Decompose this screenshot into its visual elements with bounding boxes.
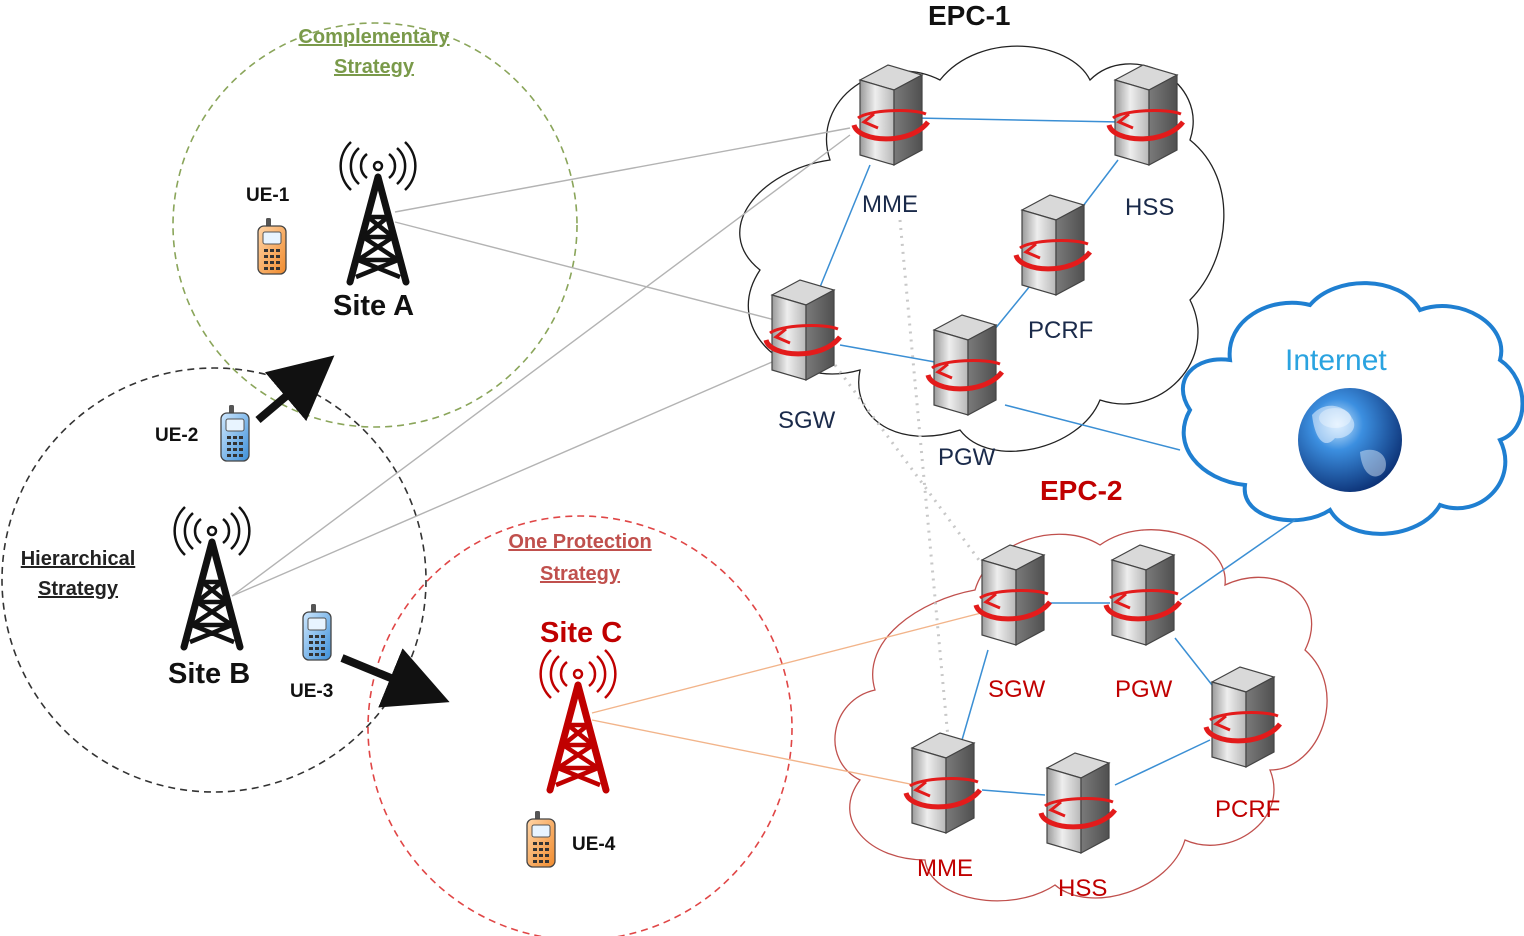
- epc1-pcrf-server-icon: [1016, 195, 1090, 295]
- ue3-phone-icon: [302, 603, 332, 661]
- epc1-sgw-label: SGW: [778, 407, 836, 434]
- epc2-core-links: [961, 519, 1296, 796]
- site-a-label: Site A: [333, 290, 414, 322]
- one-protection-strategy-line-1: One Protection: [508, 531, 651, 553]
- epc1-pgw-label: PGW: [938, 444, 996, 471]
- complementary-strategy-line-2: Strategy: [334, 56, 415, 78]
- epc2-pcrf-label: PCRF: [1215, 796, 1280, 823]
- ue1-phone-icon: [257, 217, 287, 275]
- ue2-move-arrow: [255, 355, 335, 424]
- epc1-mme-server-icon: [854, 65, 928, 165]
- site-c-tower-icon: [541, 650, 616, 790]
- ue2-phone-icon: [220, 404, 250, 462]
- epc2-sgw-label: SGW: [988, 676, 1046, 703]
- hierarchical-strategy-circle: [1, 367, 427, 793]
- epc1-cloud: [739, 45, 1225, 452]
- epc1-hss-server-icon: [1109, 65, 1183, 165]
- epc1-hss-label: HSS: [1125, 194, 1174, 221]
- epc1-pcrf-label: PCRF: [1028, 317, 1093, 344]
- epc2-mme-server-icon: [906, 733, 980, 833]
- inter-epc-dotted-links: [833, 219, 992, 739]
- ue2-label: UE-2: [155, 425, 198, 446]
- one-protection-strategy-label: One Protection Strategy: [508, 531, 651, 585]
- ue3-label: UE-3: [290, 681, 333, 702]
- globe-icon: [1298, 388, 1402, 492]
- epc2-sgw-server-icon: [976, 545, 1050, 645]
- complementary-strategy-circle: [172, 22, 578, 428]
- site-a-tower-icon: [341, 142, 416, 282]
- internet-label: Internet: [1285, 344, 1387, 377]
- epc2-cloud: [834, 529, 1328, 902]
- epc2-hss-server-icon: [1041, 753, 1115, 853]
- access-links-site-b: [231, 134, 851, 597]
- hierarchical-strategy-label: Hierarchical Strategy: [21, 548, 136, 600]
- hierarchical-strategy-line-1: Hierarchical: [21, 548, 136, 570]
- epc1-core-links: [817, 117, 1181, 451]
- epc2-pgw-server-icon: [1106, 545, 1180, 645]
- epc2-hss-label: HSS: [1058, 875, 1107, 902]
- complementary-strategy-line-1: Complementary: [298, 26, 450, 48]
- one-protection-strategy-line-2: Strategy: [540, 563, 621, 585]
- epc2-mme-label: MME: [917, 855, 973, 882]
- site-c-label: Site C: [540, 617, 622, 649]
- complementary-strategy-label: Complementary Strategy: [298, 26, 450, 78]
- ue3-move-arrow: [340, 648, 450, 708]
- access-links-site-c: [591, 611, 986, 786]
- ue4-phone-icon: [526, 810, 556, 868]
- epc2-pcrf-server-icon: [1206, 667, 1280, 767]
- site-b-tower-icon: [175, 507, 250, 647]
- epc1-title: EPC-1: [928, 0, 1010, 31]
- epc2-pgw-label: PGW: [1115, 676, 1173, 703]
- hierarchical-strategy-line-2: Strategy: [38, 578, 119, 600]
- epc1-pgw-server-icon: [928, 315, 1002, 415]
- ue4-label: UE-4: [572, 834, 616, 855]
- one-protection-strategy-circle: [367, 515, 793, 936]
- epc1-mme-label: MME: [862, 191, 918, 218]
- ue1-label: UE-1: [246, 185, 290, 206]
- site-b-label: Site B: [168, 658, 250, 690]
- epc2-title: EPC-2: [1040, 475, 1122, 506]
- epc1-sgw-server-icon: [766, 280, 840, 380]
- access-links-site-a: [394, 127, 851, 321]
